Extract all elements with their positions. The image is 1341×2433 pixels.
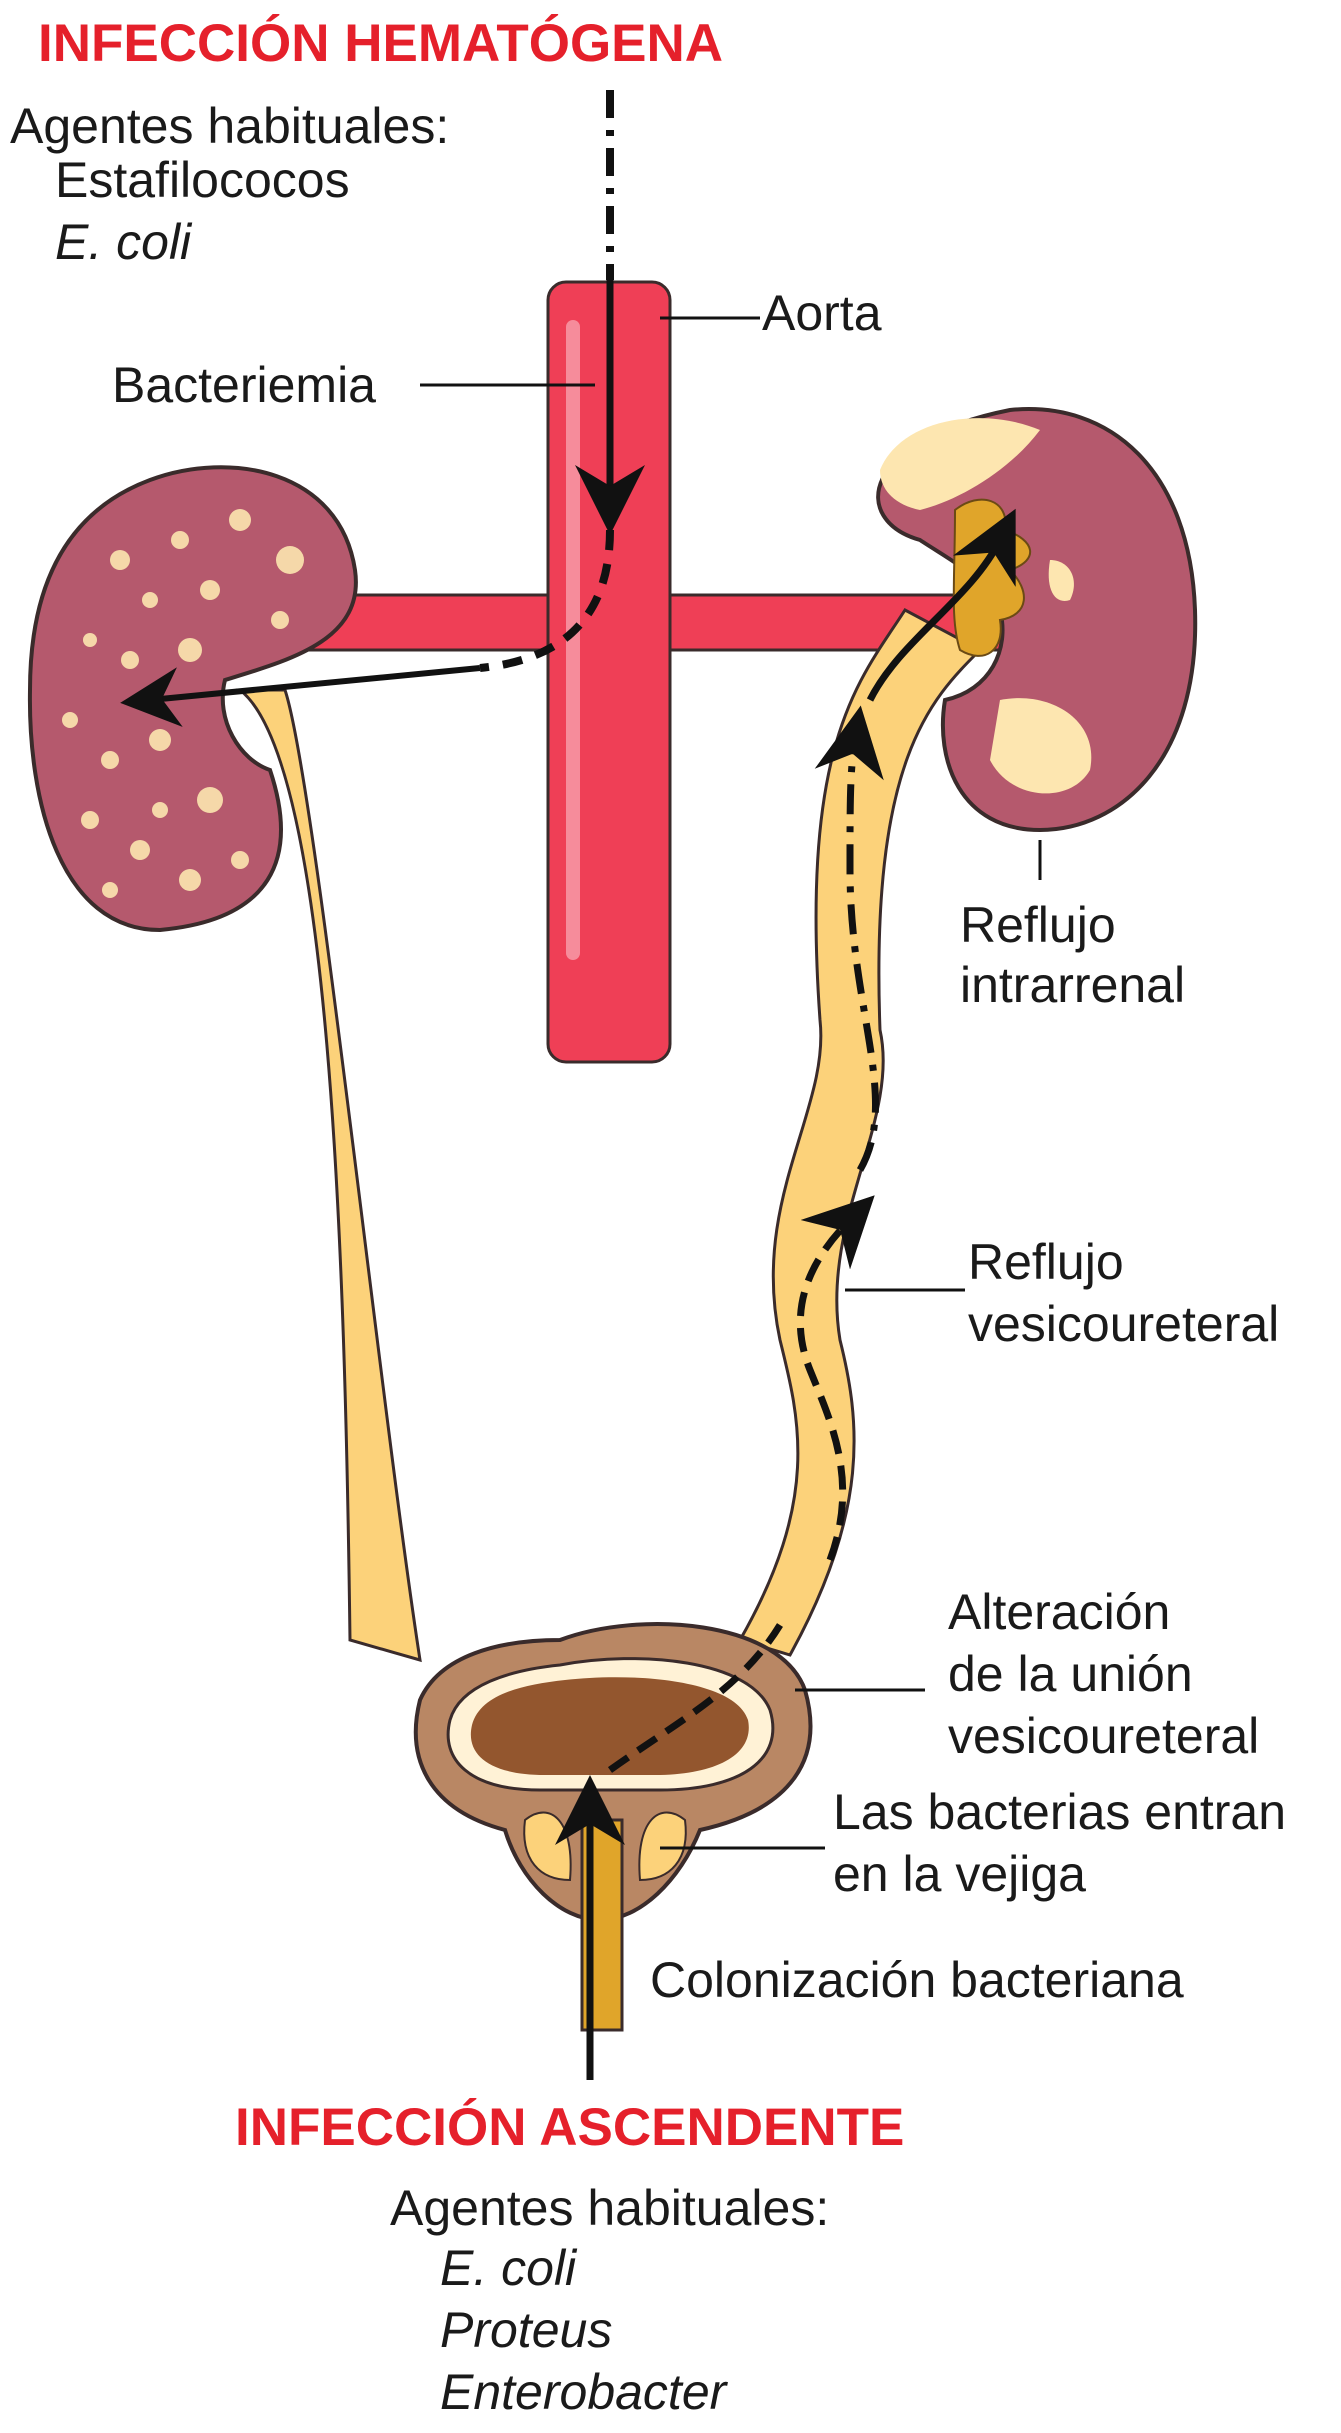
junction-alteration-label-line2: de la unión [948, 1646, 1193, 1702]
left-ureter [235, 688, 422, 1663]
hematogenous-agents-heading: Agentes habituales: [10, 98, 450, 154]
ascending-agent-proteus: Proteus [440, 2302, 613, 2358]
right-ureter [737, 608, 983, 1657]
hematogenous-route-arrows [120, 90, 645, 727]
hematogenous-infection-title: INFECCIÓN HEMATÓGENA [38, 14, 724, 73]
bacteria-enter-label-line1: Las bacterias entran [833, 1784, 1287, 1840]
bacteria-enter-label-line2: en la vejiga [833, 1846, 1086, 1902]
ascending-route-arrows [555, 508, 1016, 2080]
hematogenous-agent-ecoli: E. coli [55, 214, 192, 270]
junction-alteration-label-line1: Alteración [948, 1584, 1171, 1640]
ascending-agent-ecoli: E. coli [440, 2240, 577, 2296]
ascending-agent-enterobacter: Enterobacter [440, 2364, 727, 2420]
vesicoureteral-reflux-label-line2: vesicoureteral [968, 1296, 1280, 1352]
junction-alteration-label-line3: vesicoureteral [948, 1708, 1260, 1764]
vesicoureteral-reflux-label-line1: Reflujo [968, 1234, 1124, 1290]
bacteremia-label: Bacteriemia [112, 357, 376, 413]
aorta-label: Aorta [762, 285, 882, 341]
leader-lines [420, 316, 1042, 1850]
intrarenal-reflux-label-line1: Reflujo [960, 897, 1116, 953]
intrarenal-reflux-label-line2: intrarrenal [960, 957, 1186, 1013]
hematogenous-agent-staphylococci: Estafilococos [55, 152, 350, 208]
bladder [413, 1622, 813, 2032]
ascending-infection-title: INFECCIÓN ASCENDENTE [235, 2098, 905, 2157]
colonization-label: Colonización bacteriana [650, 1952, 1184, 2008]
ascending-agents-heading: Agentes habituales: [390, 2180, 830, 2236]
